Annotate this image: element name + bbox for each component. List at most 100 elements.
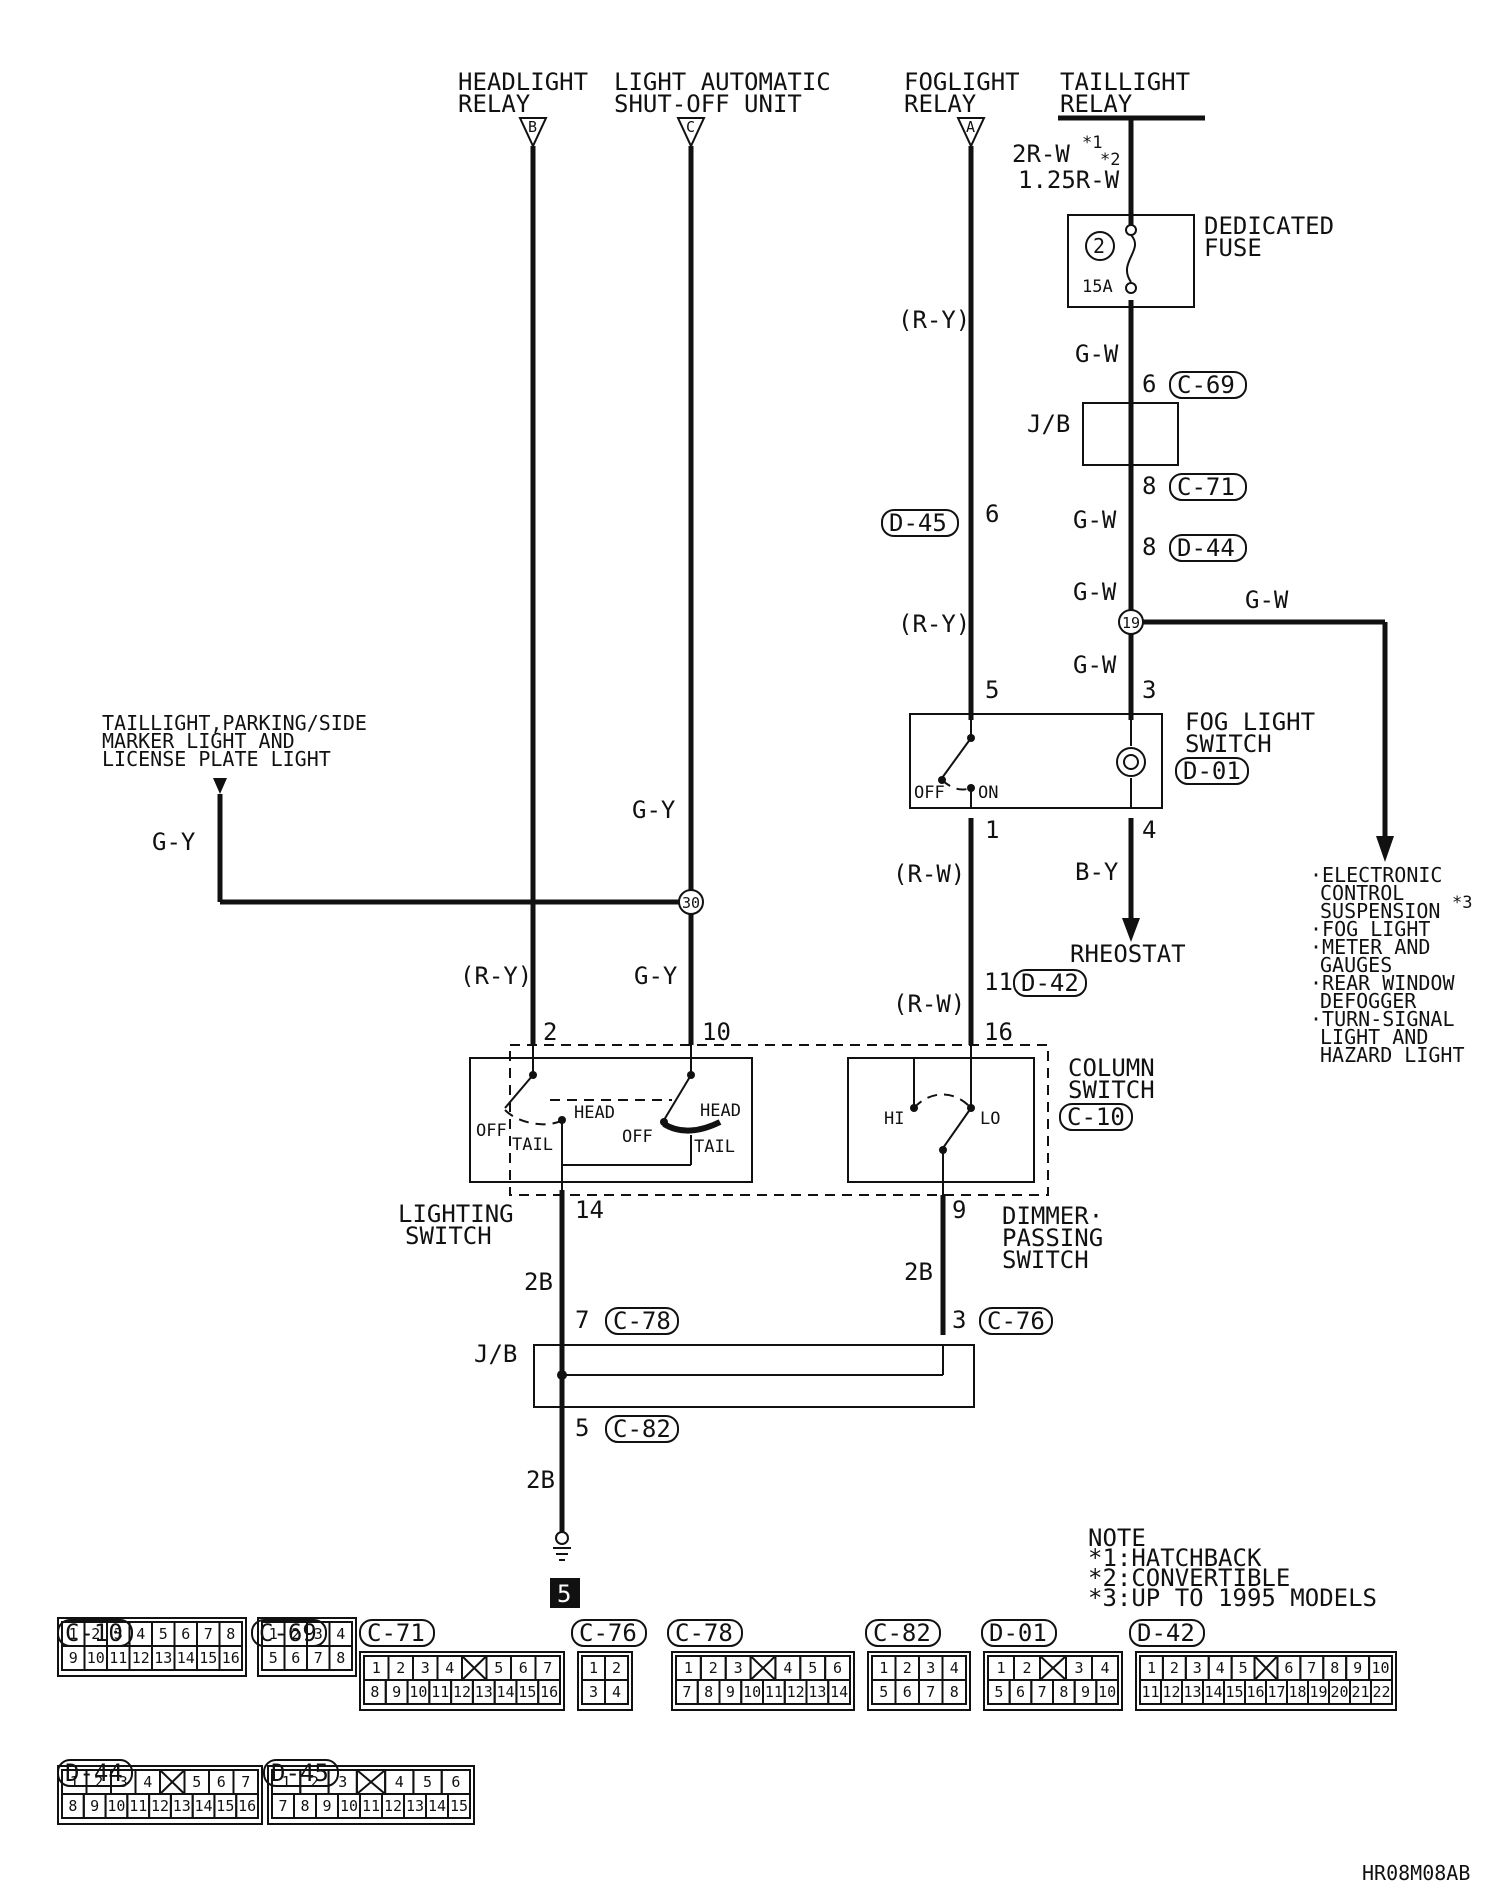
connector-b-icon: B (518, 117, 548, 149)
svg-text:FOG LIGHT: FOG LIGHT (1185, 708, 1315, 736)
connector-pin: 7 (1038, 1683, 1047, 1701)
svg-text:C-78: C-78 (613, 1307, 671, 1335)
svg-text:HAZARD LIGHT: HAZARD LIGHT (1320, 1043, 1465, 1067)
connector-pin: 1 (70, 1773, 79, 1791)
wire-label-gy-2: G-Y (632, 796, 676, 824)
wire-label-2b-2: 2B (904, 1258, 933, 1286)
connector-pin: 4 (143, 1773, 152, 1791)
drawing-code: HR08M08AB (1362, 1861, 1470, 1885)
pin-4: 4 (1142, 816, 1156, 844)
connector-pin: 12 (151, 1797, 169, 1815)
svg-text:SWITCH: SWITCH (1068, 1076, 1155, 1104)
connector-c10: C-10 (1059, 1103, 1133, 1131)
connector-pin: 13 (406, 1797, 424, 1815)
connector-pin: 11 (362, 1797, 380, 1815)
connector-pin: 5 (192, 1773, 201, 1791)
connector-pin: 12 (1162, 1683, 1180, 1701)
connector-face-label: D-44 (65, 1759, 123, 1787)
connector-pin: 15 (1225, 1683, 1243, 1701)
connector-pin: 10 (87, 1649, 105, 1667)
jb-label-top: J/B (1027, 410, 1070, 438)
connector-pin: 8 (300, 1797, 309, 1815)
connector-pin: 1 (684, 1659, 693, 1677)
svg-text:C-10: C-10 (1067, 1103, 1125, 1131)
svg-text:ON: ON (978, 783, 998, 803)
connector-pin: 14 (830, 1683, 848, 1701)
connector-face-label: C-82 (873, 1619, 931, 1647)
wire-label-ry-3: (R-Y) (460, 962, 532, 990)
connector-pin: 1 (996, 1659, 1005, 1677)
svg-text:TAILLIGHT,PARKING/SIDE: TAILLIGHT,PARKING/SIDE (102, 711, 367, 735)
fuse-wire-spec: 2R-W *1 *2 1.25R-W (1012, 133, 1120, 194)
junction-30: 30 (678, 889, 704, 915)
connector-face-label: D-01 (989, 1619, 1047, 1647)
svg-text:LIGHT AND: LIGHT AND (1320, 1025, 1428, 1049)
connector-pin: 2 (709, 1659, 718, 1677)
connector-pin: 10 (1098, 1683, 1116, 1701)
connector-pin: 5 (159, 1625, 168, 1643)
connector-face-label: C-69 (259, 1619, 317, 1647)
svg-text:RELAY: RELAY (904, 90, 977, 118)
taillight-feed-arrow-icon (213, 778, 227, 794)
connector-pin: 8 (370, 1683, 379, 1701)
connector-c82: C-82 (605, 1415, 679, 1443)
wire-label-rw-1: (R-W) (893, 860, 965, 888)
rheostat-label: RHEOSTAT (1070, 940, 1186, 968)
connector-pin: 10 (340, 1797, 358, 1815)
connector-pin: 9 (90, 1797, 99, 1815)
dedicated-fuse-label: DEDICATED FUSE (1204, 212, 1334, 262)
svg-text:HEADLIGHT: HEADLIGHT (458, 68, 588, 96)
svg-text:·TURN-SIGNAL: ·TURN-SIGNAL (1310, 1007, 1455, 1031)
connector-pin: 22 (1372, 1683, 1390, 1701)
svg-text:MARKER LIGHT AND: MARKER LIGHT AND (102, 729, 295, 753)
svg-text:SWITCH: SWITCH (405, 1222, 492, 1250)
dedicated-fuse: 2 15A (1067, 214, 1195, 308)
pin-10: 10 (702, 1018, 731, 1046)
connector-pin: 12 (384, 1797, 402, 1815)
column-switch-label: COLUMN SWITCH (1068, 1054, 1155, 1104)
connector-pin: 1 (282, 1773, 291, 1791)
output-list: ·ELECTRONIC CONTROL SUSPENSION *3 ·FOG L… (1310, 863, 1472, 1067)
connector-pin: 7 (278, 1797, 287, 1815)
connector-pin: 20 (1330, 1683, 1348, 1701)
svg-text:HEAD: HEAD (700, 1101, 741, 1121)
svg-text:LO: LO (980, 1109, 1000, 1129)
connector-pin: 4 (336, 1625, 345, 1643)
svg-text:1.25R-W: 1.25R-W (1018, 166, 1120, 194)
svg-text:COLUMN: COLUMN (1068, 1054, 1155, 1082)
connector-pin: 4 (1216, 1659, 1225, 1677)
svg-text:·METER AND: ·METER AND (1310, 935, 1430, 959)
connector-pin: 7 (926, 1683, 935, 1701)
pin-14: 14 (575, 1196, 604, 1224)
svg-text:D-01: D-01 (1183, 757, 1241, 785)
connector-pin: 11 (1141, 1683, 1159, 1701)
connector-pin: 4 (950, 1659, 959, 1677)
svg-text:LIGHTING: LIGHTING (398, 1200, 514, 1228)
jb-label-bottom: J/B (474, 1340, 517, 1368)
svg-text:·ELECTRONIC: ·ELECTRONIC (1310, 863, 1442, 887)
wire-label-by: B-Y (1075, 858, 1119, 886)
connector-pin: 1 (69, 1625, 78, 1643)
connector-pin: 12 (787, 1683, 805, 1701)
output-arrow-icon (1376, 836, 1394, 862)
connector-pin: 13 (808, 1683, 826, 1701)
headlight-relay-label: HEADLIGHT RELAY (458, 68, 588, 118)
connector-pin: 4 (445, 1659, 454, 1677)
connector-pin: 4 (136, 1625, 145, 1643)
svg-text:C-71: C-71 (1177, 473, 1235, 501)
connector-pin: 12 (132, 1649, 150, 1667)
wire-label-gw-3: G-W (1073, 578, 1117, 606)
connector-pin: 13 (1183, 1683, 1201, 1701)
connector-pin: 4 (612, 1683, 621, 1701)
connector-pin: 1 (1147, 1659, 1156, 1677)
svg-text:·REAR WINDOW: ·REAR WINDOW (1310, 971, 1455, 995)
connector-pin: 9 (1353, 1659, 1362, 1677)
ground-icon (553, 1531, 571, 1561)
connector-face-label: C-78 (675, 1619, 733, 1647)
connector-pin: 15 (216, 1797, 234, 1815)
connector-pin: 1 (269, 1625, 278, 1643)
connector-pin: 14 (177, 1649, 195, 1667)
